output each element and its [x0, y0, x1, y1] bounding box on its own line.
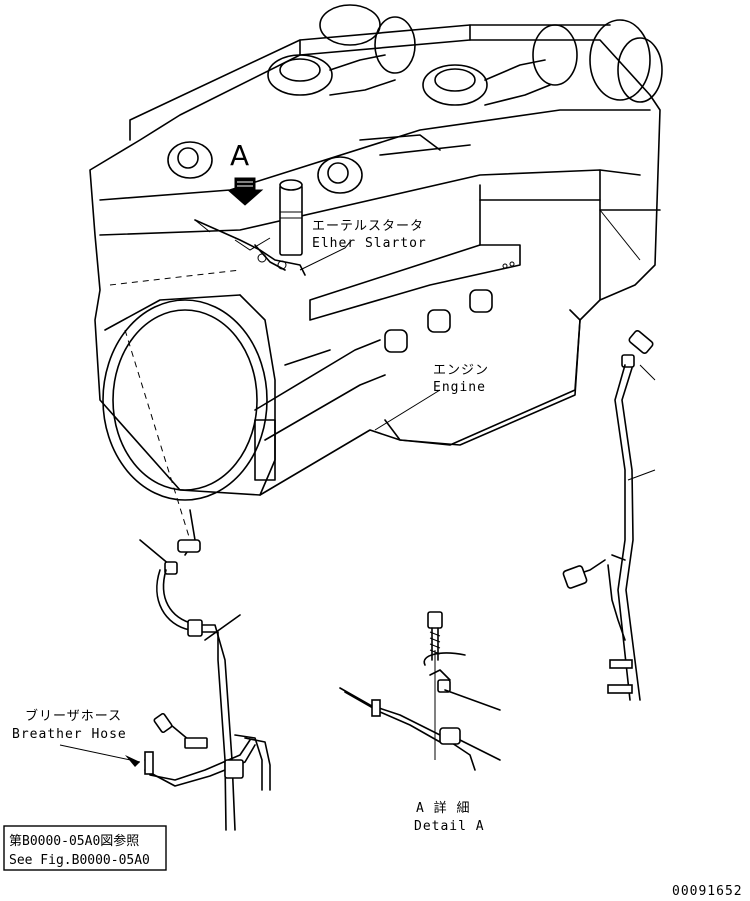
figure-reference-box: 第B0000-05A0図参照 See Fig.B0000-05A0	[3, 825, 167, 871]
view-a-label: A	[230, 139, 249, 172]
engine-label-en: Engine	[433, 380, 486, 395]
view-a-marker: A	[226, 139, 264, 206]
reference-line-1: 第B0000-05A0図参照	[9, 833, 139, 849]
breather-hose-label-en: Breather Hose	[12, 727, 127, 742]
ether-starter-label-en: Elher Slartor	[312, 236, 427, 251]
breather-hose-right	[562, 209, 656, 701]
detail-a-label-jp: A 詳 細	[416, 800, 470, 816]
reference-line-2: See Fig.B0000-05A0	[9, 853, 150, 868]
ether-starter	[194, 179, 306, 276]
breather-hose-left	[59, 509, 271, 831]
engine-label-jp: エンジン	[433, 363, 489, 378]
breather-hose-label-jp: ブリーザホース	[25, 708, 122, 724]
drawing-number: 00091652	[672, 884, 743, 899]
engine-leader	[374, 389, 441, 431]
ether-starter-label-jp: エーテルスタータ	[312, 219, 424, 234]
detail-a-view	[339, 611, 501, 771]
detail-a-label-en: Detail A	[414, 819, 485, 834]
engine-block	[89, 4, 663, 541]
ether-starter-leader	[299, 241, 351, 271]
